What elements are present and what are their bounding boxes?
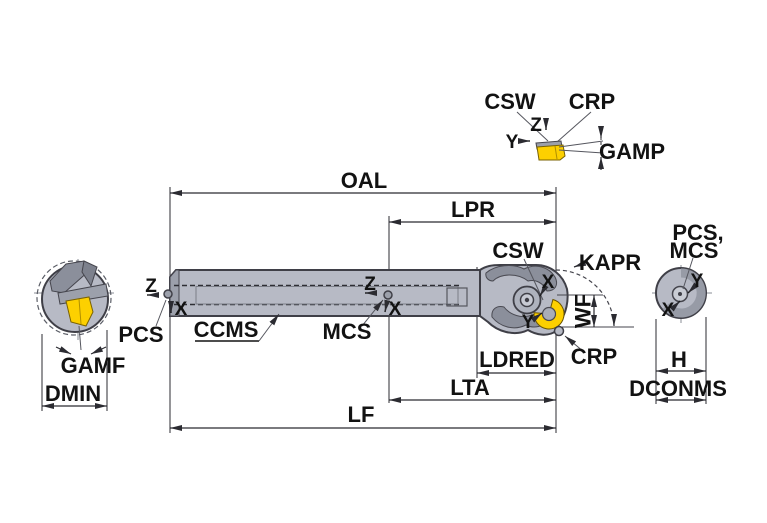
dim-oal: OAL	[170, 168, 556, 196]
pcs-leader-line	[155, 299, 167, 327]
label-mcs-mid: MCS	[323, 319, 372, 344]
label-pcs-mcs-line2: MCS	[670, 238, 719, 263]
left-end-view: GAMF DMIN	[34, 259, 125, 411]
label-gamp: GAMP	[599, 139, 665, 164]
label-lpr: LPR	[451, 197, 495, 222]
label-h: H	[671, 347, 687, 372]
gamp-ref-line-lower	[558, 149, 604, 154]
ccms-leader-line	[258, 313, 280, 342]
dim-wf: WF	[557, 294, 634, 328]
main-side-view: Z X PCS CCMS Z X MCS CSW X Y CRP	[118, 238, 617, 369]
insert-center-circle	[541, 306, 557, 322]
bar-body	[169, 269, 481, 317]
x-axis-arrow-head	[539, 284, 549, 297]
label-y-head: Y	[522, 312, 535, 333]
gamf-leader-line	[78, 325, 82, 351]
left-view-insert-facet	[78, 298, 82, 325]
label-pcs-mcs-line1: PCS,	[672, 220, 723, 245]
crp-leader-line	[556, 111, 592, 143]
csw-head-leader	[523, 258, 544, 301]
gamf-arrow-left	[55, 346, 72, 355]
label-pcs-left: PCS	[118, 322, 163, 347]
pocket-outline	[446, 287, 468, 307]
label-x-mid: X	[389, 299, 402, 320]
label-oal: OAL	[341, 168, 387, 193]
insert-yellow-body	[536, 144, 566, 161]
dmin-dashed-circle	[36, 260, 112, 336]
dim-lpr: LPR	[389, 197, 556, 225]
label-kapr: KAPR	[579, 250, 641, 275]
gamp-ref-line-upper	[558, 140, 604, 148]
kapr-angle: KAPR	[555, 250, 641, 329]
y-axis-arrow-right-view	[687, 282, 699, 294]
shank-section-outline	[195, 286, 459, 305]
label-y-top: Y	[506, 132, 519, 153]
label-dconms: DCONMS	[629, 376, 727, 401]
y-axis-arrow-head	[530, 312, 543, 323]
right-view-center-dot	[678, 292, 682, 296]
right-end-view: PCS, MCS Y X H DCONMS	[629, 220, 727, 404]
insert-facet-line	[554, 145, 558, 160]
dim-lf: LF	[170, 402, 556, 431]
left-view-facet-right	[81, 260, 98, 288]
label-lf: LF	[348, 402, 375, 427]
label-gamf: GAMF	[61, 353, 126, 378]
left-view-slab	[57, 283, 109, 305]
label-x-head: X	[542, 272, 555, 293]
label-ccms: CCMS	[194, 317, 259, 342]
label-csw-head: CSW	[492, 238, 544, 263]
csw-leader-line	[516, 111, 549, 142]
label-z-top: Z	[530, 115, 542, 136]
label-csw-top: CSW	[484, 89, 536, 114]
insert-rake-detail: CSW CRP Z Y GAMP	[484, 89, 665, 170]
label-lta: LTA	[450, 375, 490, 400]
label-z-left: Z	[145, 276, 157, 297]
label-x-right-view: X	[662, 300, 675, 321]
pcs-mcs-leader	[682, 257, 694, 290]
label-wf: WF	[571, 294, 596, 328]
clamp-screw-center	[524, 297, 530, 303]
pcs-origin-point	[163, 289, 173, 299]
dim-lta: LTA	[389, 375, 556, 403]
right-view-shade-wrap	[662, 268, 706, 318]
kapr-arrow-start	[573, 260, 589, 268]
label-crp-bottom: CRP	[571, 344, 617, 369]
gamf-arrow-right	[90, 346, 107, 355]
label-dmin: DMIN	[45, 381, 101, 406]
label-x-left: X	[175, 299, 188, 320]
mcs-origin-point	[383, 290, 393, 300]
x-axis-arrow-right-view	[669, 300, 681, 312]
label-ldred: LDRED	[479, 347, 555, 372]
crp-bottom-leader	[564, 335, 585, 353]
corner-radius-point	[553, 325, 565, 337]
label-crp-top: CRP	[569, 89, 615, 114]
label-y-right-view: Y	[691, 271, 704, 292]
label-z-mid: Z	[364, 274, 376, 295]
mcs-leader-line	[361, 299, 384, 327]
dim-ldred: LDRED	[477, 347, 556, 376]
x-axis-arrow-mid	[384, 299, 391, 313]
